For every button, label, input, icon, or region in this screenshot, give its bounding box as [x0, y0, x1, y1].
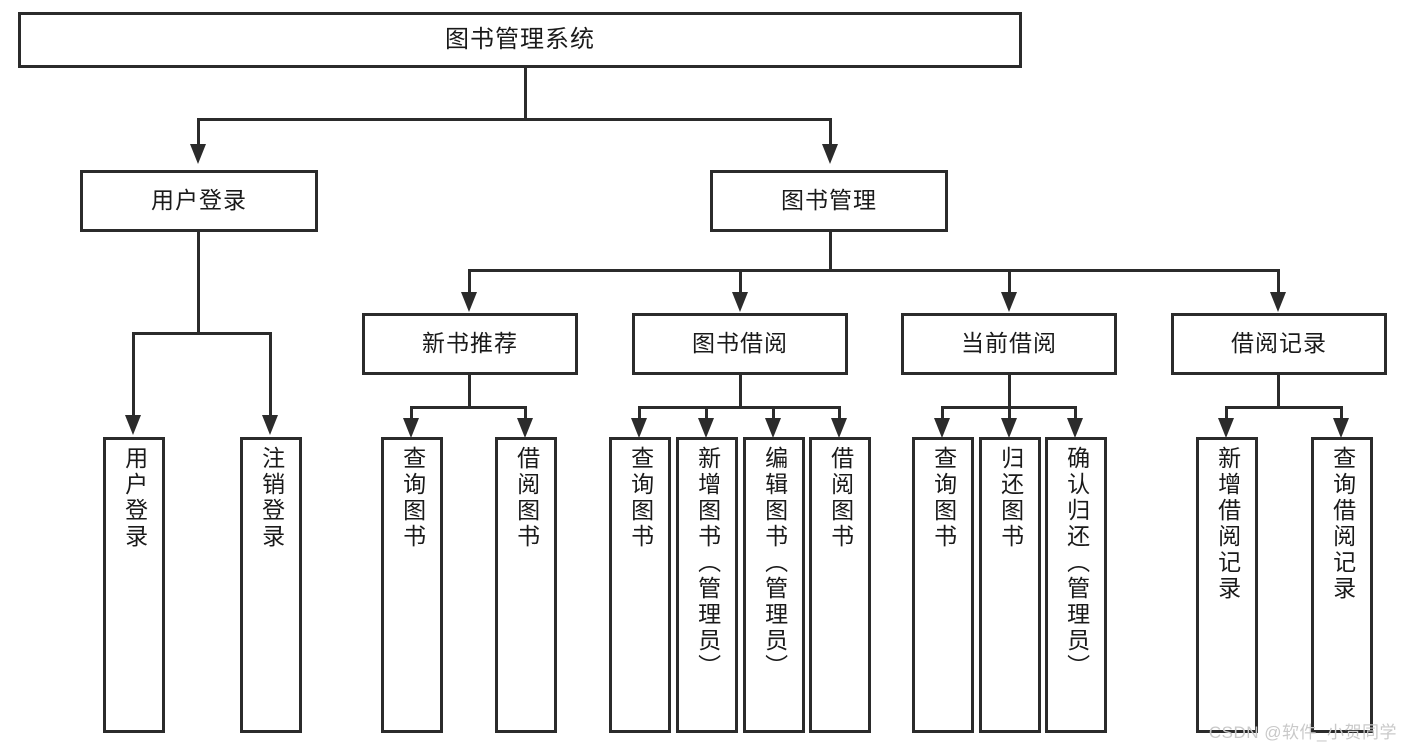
leaf-return-book-label: 归还图书 [997, 446, 1024, 550]
connector-drop-current-borrow [1008, 269, 1011, 294]
node-user-login[interactable]: 用户登录 [80, 170, 318, 232]
connector-drop-leaf-query-book-1 [410, 406, 413, 420]
node-book-manage[interactable]: 图书管理 [710, 170, 948, 232]
leaf-query-book-1-label: 查询图书 [399, 446, 426, 550]
connector-level3-bar [468, 269, 1280, 272]
arrowhead-leaf-query-book-1 [403, 418, 419, 438]
leaf-edit-book[interactable]: 编辑图书（管理员） [743, 437, 805, 733]
connector-user-login-stem [197, 232, 200, 334]
connector-drop-leaf-confirm-return [1074, 406, 1077, 420]
arrowhead-leaf-edit-book [765, 418, 781, 438]
leaf-query-book-2[interactable]: 查询图书 [609, 437, 671, 733]
leaf-query-record-label: 查询借阅记录 [1329, 446, 1356, 602]
node-new-book-rec[interactable]: 新书推荐 [362, 313, 578, 375]
connector-drop-leaf-query-book-2 [638, 406, 641, 420]
leaf-query-book-3[interactable]: 查询图书 [912, 437, 974, 733]
node-borrow-record[interactable]: 借阅记录 [1171, 313, 1387, 375]
node-book-borrow-label: 图书借阅 [692, 330, 788, 357]
connector-book-manage-stem [829, 232, 832, 272]
arrowhead-current-borrow [1001, 292, 1017, 312]
leaf-query-record[interactable]: 查询借阅记录 [1311, 437, 1373, 733]
leaf-add-record[interactable]: 新增借阅记录 [1196, 437, 1258, 733]
connector-drop-new-book-rec [468, 269, 471, 294]
leaf-return-book[interactable]: 归还图书 [979, 437, 1041, 733]
node-root-label: 图书管理系统 [445, 25, 595, 53]
leaf-confirm-return[interactable]: 确认归还（管理员） [1045, 437, 1107, 733]
connector-borrow-record-bar [1225, 406, 1342, 409]
arrowhead-book-borrow [732, 292, 748, 312]
arrowhead-leaf-confirm-return [1067, 418, 1083, 438]
connector-drop-user-login [197, 118, 200, 146]
leaf-user-login[interactable]: 用户登录 [103, 437, 165, 733]
leaf-edit-book-label: 编辑图书（管理员） [761, 446, 788, 680]
arrowhead-leaf-user-logout [262, 415, 278, 435]
connector-drop-leaf-borrow-book-1 [524, 406, 527, 420]
leaf-borrow-book-1-label: 借阅图书 [513, 446, 540, 550]
connector-drop-borrow-record [1277, 269, 1280, 294]
node-root[interactable]: 图书管理系统 [18, 12, 1022, 68]
connector-drop-leaf-query-book-3 [941, 406, 944, 420]
connector-user-login-bar [132, 332, 272, 335]
connector-new-book-rec-stem [468, 375, 471, 409]
connector-drop-leaf-query-record [1340, 406, 1343, 420]
leaf-query-book-3-label: 查询图书 [930, 446, 957, 550]
leaf-add-book[interactable]: 新增图书（管理员） [676, 437, 738, 733]
leaf-user-logout[interactable]: 注销登录 [240, 437, 302, 733]
leaf-user-logout-label: 注销登录 [258, 446, 285, 550]
connector-level2-bar [197, 118, 832, 121]
node-user-login-label: 用户登录 [151, 187, 247, 214]
leaf-borrow-book-1[interactable]: 借阅图书 [495, 437, 557, 733]
connector-drop-book-borrow [739, 269, 742, 294]
node-borrow-record-label: 借阅记录 [1231, 330, 1327, 357]
connector-drop-leaf-return-book [1008, 406, 1011, 420]
node-book-manage-label: 图书管理 [781, 187, 877, 214]
arrowhead-new-book-rec [461, 292, 477, 312]
arrowhead-leaf-query-book-3 [934, 418, 950, 438]
node-new-book-rec-label: 新书推荐 [422, 330, 518, 357]
csdn-watermark: CSDN @软件_小贺同学 [1208, 723, 1397, 742]
connector-book-borrow-bar [638, 406, 841, 409]
connector-drop-leaf-user-logout [269, 332, 272, 417]
node-current-borrow-label: 当前借阅 [961, 330, 1057, 357]
connector-current-borrow-stem [1008, 375, 1011, 409]
arrowhead-borrow-record [1270, 292, 1286, 312]
connector-drop-leaf-add-book [705, 406, 708, 420]
connector-drop-leaf-user-login [132, 332, 135, 417]
arrowhead-leaf-user-login [125, 415, 141, 435]
leaf-query-book-2-label: 查询图书 [627, 446, 654, 550]
arrowhead-leaf-add-book [698, 418, 714, 438]
node-current-borrow[interactable]: 当前借阅 [901, 313, 1117, 375]
leaf-add-record-label: 新增借阅记录 [1214, 446, 1241, 602]
connector-root-stem [524, 68, 527, 120]
connector-book-borrow-stem [739, 375, 742, 409]
arrowhead-leaf-query-record [1333, 418, 1349, 438]
arrowhead-user-login [190, 144, 206, 164]
connector-new-book-rec-bar [410, 406, 527, 409]
arrowhead-leaf-add-record [1218, 418, 1234, 438]
arrowhead-leaf-borrow-book-1 [517, 418, 533, 438]
connector-drop-leaf-borrow-book-2 [838, 406, 841, 420]
node-book-borrow[interactable]: 图书借阅 [632, 313, 848, 375]
arrowhead-leaf-query-book-2 [631, 418, 647, 438]
arrowhead-leaf-return-book [1001, 418, 1017, 438]
leaf-user-login-label: 用户登录 [121, 446, 148, 550]
arrowhead-leaf-borrow-book-2 [831, 418, 847, 438]
leaf-query-book-1[interactable]: 查询图书 [381, 437, 443, 733]
connector-drop-leaf-edit-book [772, 406, 775, 420]
connector-drop-book-manage [829, 118, 832, 146]
leaf-add-book-label: 新增图书（管理员） [694, 446, 721, 680]
leaf-borrow-book-2[interactable]: 借阅图书 [809, 437, 871, 733]
arrowhead-book-manage [822, 144, 838, 164]
connector-borrow-record-stem [1277, 375, 1280, 409]
leaf-borrow-book-2-label: 借阅图书 [827, 446, 854, 550]
leaf-confirm-return-label: 确认归还（管理员） [1063, 446, 1090, 680]
connector-drop-leaf-add-record [1225, 406, 1228, 420]
